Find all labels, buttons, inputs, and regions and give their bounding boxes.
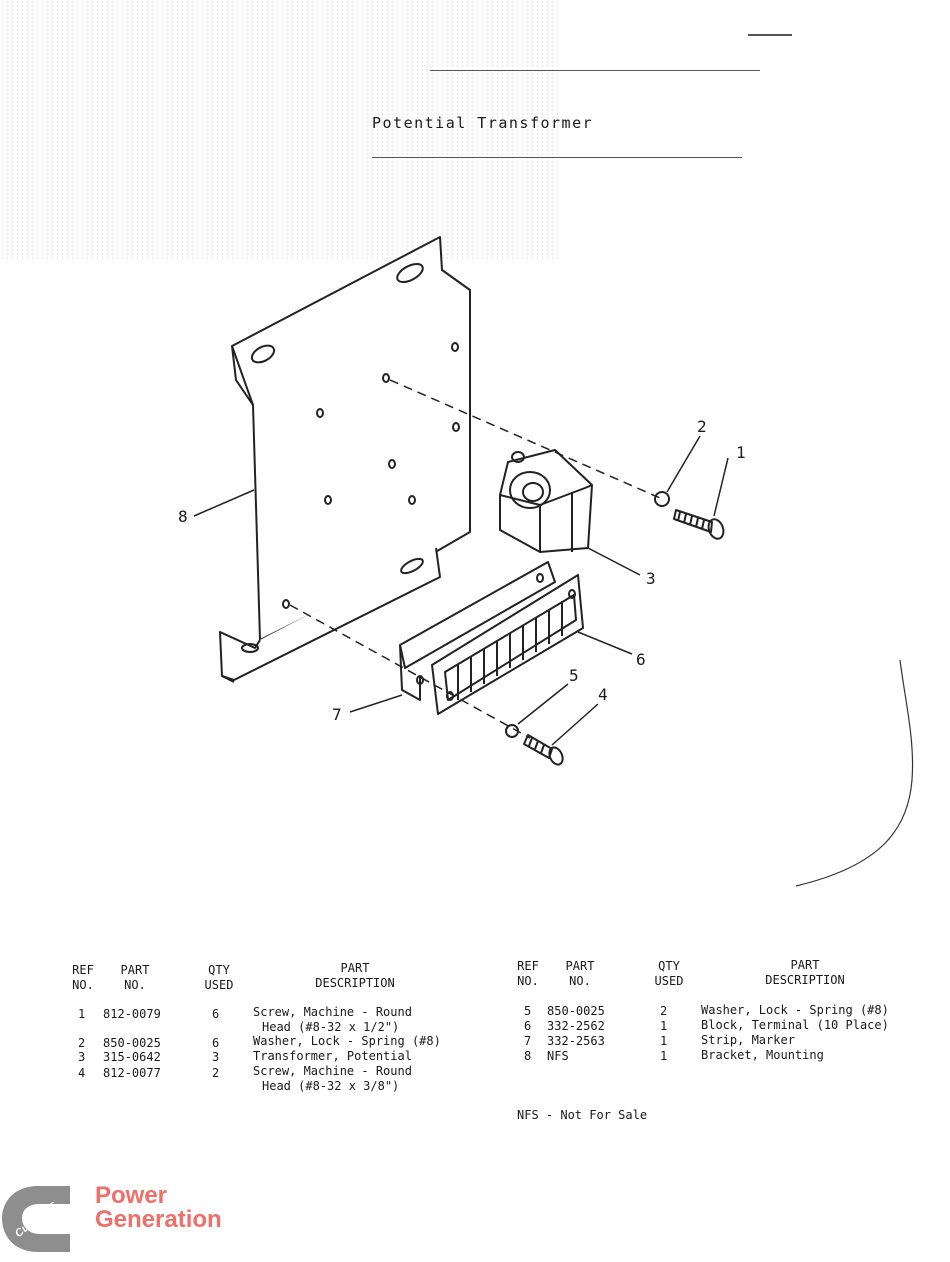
pencil-stroke [795,659,914,887]
title-underline [372,157,742,158]
leader-4 [551,703,599,746]
scan-noise [0,0,560,260]
col-desc-header: PART DESCRIPTION [315,961,395,990]
callout-2: 2 [697,417,707,436]
cummins-power-generation-logo: Cummins Power Generation [0,1178,260,1258]
col-desc-header: PART DESCRIPTION [765,958,845,987]
callout-3: 3 [646,569,656,588]
callout-6: 6 [636,650,646,669]
lock-washer-upper [654,491,670,507]
callout-7: 7 [332,705,342,724]
marker-strip [399,561,556,701]
terminal-block [431,574,584,715]
col-part-header: PART NO. [565,959,595,988]
col-ref-header: REF NO. [72,963,94,992]
col-qty-header: QTY USED [204,963,234,992]
leader-3 [587,547,641,576]
lower-assembly-line [289,604,531,739]
callout-8: 8 [178,507,188,526]
leader-8 [193,489,255,517]
header-rule [430,70,760,71]
leader-5 [517,683,569,725]
potential-transformer [499,449,593,553]
mounting-bracket [219,236,471,683]
machine-screw-lower [523,734,564,766]
nfs-footnote: NFS - Not For Sale [517,1108,648,1122]
callout-1: 1 [736,443,746,462]
machine-screw-upper [673,509,725,540]
callout-5: 5 [569,666,579,685]
col-ref-header: REF NO. [517,959,539,988]
logo-line-generation: Generation [95,1206,222,1233]
callout-4: 4 [598,685,608,704]
cummins-c-mark: Cummins [2,1186,70,1252]
header-mark [748,34,792,36]
upper-assembly-line [389,379,661,499]
leader-2 [666,435,701,493]
col-part-header: PART NO. [120,963,150,992]
logo-line-power: Power [95,1182,168,1209]
leader-1 [713,457,729,517]
leader-6 [577,631,633,655]
page-title: Potential Transformer [372,114,594,132]
col-qty-header: QTY USED [654,959,684,988]
leader-7 [349,694,403,713]
